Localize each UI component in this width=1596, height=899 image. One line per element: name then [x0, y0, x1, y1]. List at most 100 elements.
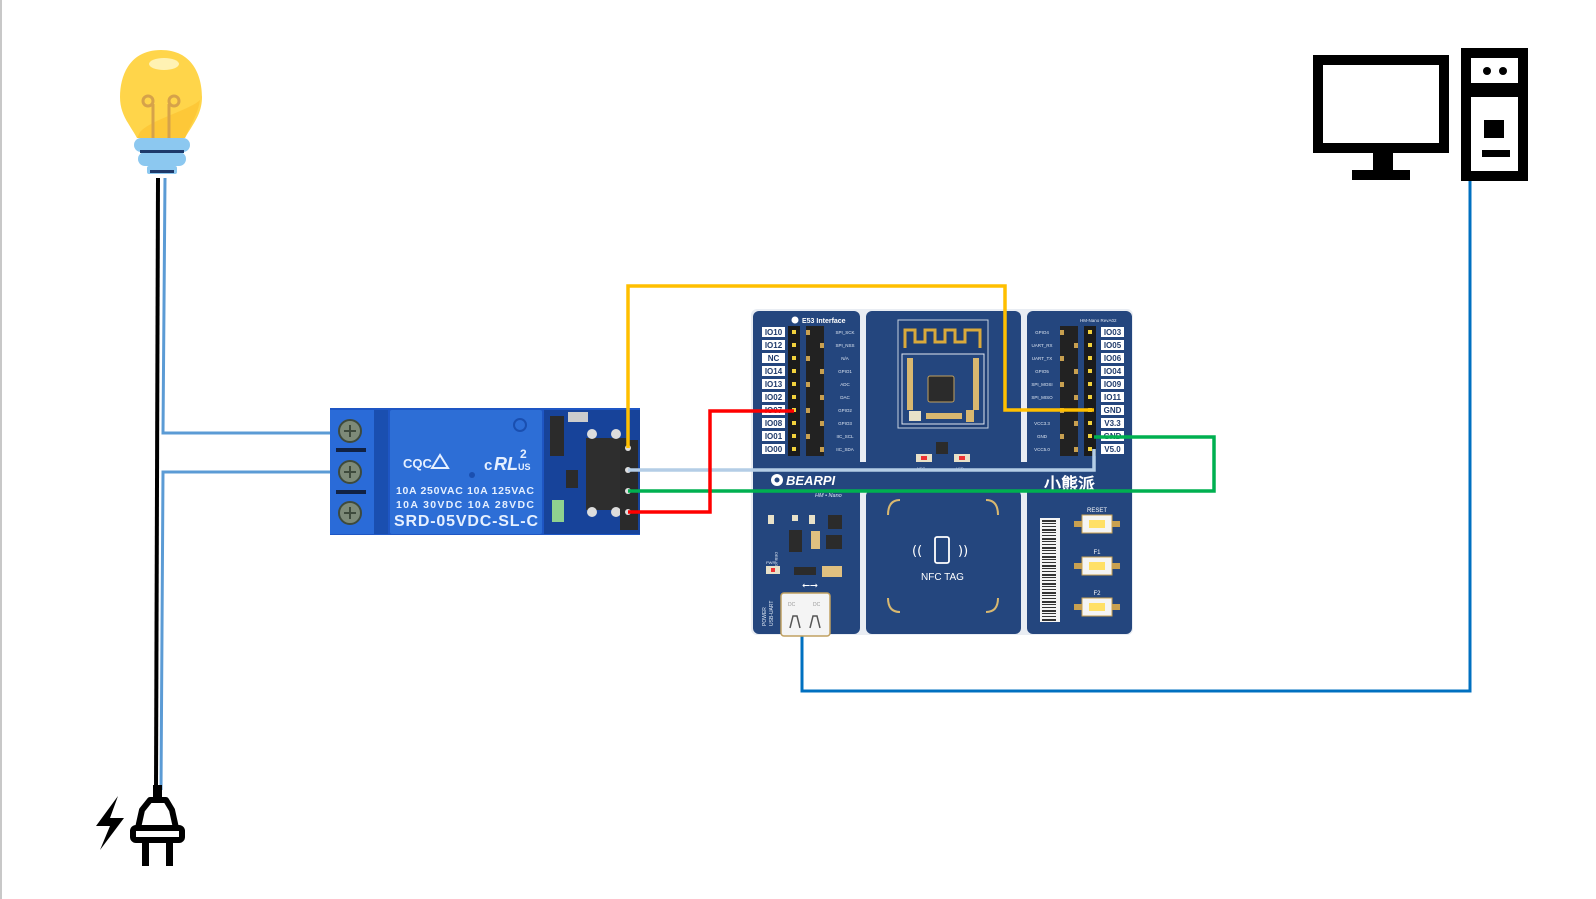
relay-cert-cqc: CQC [403, 456, 433, 471]
button-reset[interactable]: RESET [1074, 508, 1120, 534]
pin-label-io08: IO08 [762, 418, 785, 428]
wire-plug-relay-blue [159, 470, 332, 791]
pin-label-io06: IO06 [1101, 353, 1124, 363]
pin-text: GND [1104, 406, 1122, 415]
header-pin [1088, 369, 1092, 373]
usb-c-port[interactable]: DC DC [780, 592, 831, 637]
pin-label-io01: IO01 [762, 431, 785, 441]
signal-label: ADC [840, 382, 850, 387]
pin-label-io00: IO00 [762, 444, 785, 454]
wifi-module [897, 319, 989, 429]
relay-cert-number: 2 [520, 447, 527, 461]
pin-text: IO02 [765, 393, 783, 402]
header-pin [1088, 421, 1092, 425]
pin-text: IO14 [765, 367, 783, 376]
relay-screw-terminals [336, 419, 366, 525]
button-label: F2 [1093, 591, 1101, 597]
pin-text: IO09 [1104, 380, 1122, 389]
pin-label-v50: V5.0 [1101, 444, 1124, 454]
pin-label-io03: IO03 [1101, 327, 1124, 337]
pin-label-io10: IO10 [762, 327, 785, 337]
relay-cert-us: US [518, 462, 531, 472]
signal-label: UART_TX [1032, 356, 1052, 361]
signal-label: SPI_SCK [835, 330, 854, 335]
header-pin [1088, 382, 1092, 386]
usb-label-right: DC [813, 602, 821, 608]
wire-usb-computer [800, 180, 1472, 693]
pwr-label: PWR [766, 560, 775, 565]
optocoupler [586, 438, 626, 510]
relay-model: SRD-05VDC-SL-C [394, 513, 538, 530]
wire-relay-io07-red [628, 409, 794, 514]
signal-label: GPIO4 [1035, 330, 1049, 335]
pin-text: IO13 [765, 380, 783, 389]
wires [154, 177, 1472, 791]
barcode [1040, 518, 1060, 622]
relay-module: CQC c RL 2 US 10A 250VAC 10A 125VAC 10A … [330, 408, 640, 535]
signal-label: IIC_SDA [836, 447, 854, 452]
bearpi-logo: BEARPI HM • Nano [771, 473, 842, 499]
pin-label-io13: IO13 [762, 379, 785, 389]
relay-rating-line2: 10A 30VDC 10A 28VDC [396, 499, 534, 511]
light-bulb-icon [120, 50, 202, 174]
header-pin [792, 356, 796, 360]
pin-label-io12: IO12 [762, 340, 785, 350]
pin-text: IO03 [1104, 328, 1122, 337]
brand-label: BEARPI [786, 473, 836, 488]
pin-label-io02: IO02 [762, 392, 785, 402]
signal-label: UART_RX [1032, 343, 1053, 348]
pin-text: IO11 [1104, 393, 1121, 402]
signal-label: IIC_SCL [836, 434, 854, 439]
button-f1[interactable]: F1 [1074, 550, 1120, 576]
svg-text:RL: RL [494, 454, 518, 474]
header-pin [792, 369, 796, 373]
wire-lamp-relay-blue [161, 177, 332, 435]
signal-wires [626, 284, 1216, 514]
signal-label: N/A [841, 356, 849, 361]
pin-label-io09: IO09 [1101, 379, 1124, 389]
nfc-tag-area: (( )) NFC TAG [887, 499, 999, 613]
button-label: RESET [1087, 508, 1107, 514]
pin-text: IO00 [765, 445, 783, 454]
signal-label: GPIO1 [838, 369, 852, 374]
nfc-tag-label: NFC TAG [921, 572, 964, 583]
signal-label: GPIO2 [838, 408, 852, 413]
pin-text: IO08 [765, 419, 783, 428]
pin-label-io05: IO05 [1101, 340, 1124, 350]
desktop-computer-icon [1313, 48, 1528, 181]
wire-relay-gnd-yellow [626, 284, 1094, 448]
wire-relay-gnd-green [628, 435, 1216, 493]
model-label: HM • Nano [815, 493, 842, 499]
board-revision-label: HM-Nano RevA02 [1080, 318, 1117, 323]
signal-label: VCC3.3 [1034, 421, 1050, 426]
button-f2[interactable]: F2 [1074, 591, 1120, 617]
lightning-bolt-icon [96, 796, 124, 850]
canvas-left-border [0, 0, 2, 899]
pin-text: IO10 [765, 328, 783, 337]
debug-components: DEBUG PWR ⭠⭢ POWER USB-UART [762, 515, 842, 626]
header-pin [1088, 330, 1092, 334]
signal-label: GPIO5 [1035, 369, 1049, 374]
pin-label-gnd: GND [1101, 405, 1124, 415]
pcb-antenna [903, 328, 982, 348]
board-nfc-panel [866, 490, 1021, 634]
header-pin [792, 343, 796, 347]
pin-text: V5.0 [1104, 445, 1121, 454]
pin-text: V3.3 [1104, 419, 1121, 428]
header-pin [1088, 395, 1092, 399]
pin-label-v33: V3.3 [1101, 418, 1124, 428]
signal-label: SPI_NSS [835, 343, 854, 348]
signal-label: GPIO3 [838, 421, 852, 426]
usb-symbol-icon: ⭠⭢ [802, 580, 818, 591]
header-pin [792, 382, 796, 386]
relay-body [390, 410, 542, 534]
header-pin [792, 395, 796, 399]
header-pin [1088, 434, 1092, 438]
signal-label: VCC5.0 [1034, 447, 1050, 452]
header-pin [792, 330, 796, 334]
power-plug-icon [130, 785, 185, 866]
relay-signal-header [620, 440, 638, 530]
svg-text:c: c [484, 457, 492, 474]
